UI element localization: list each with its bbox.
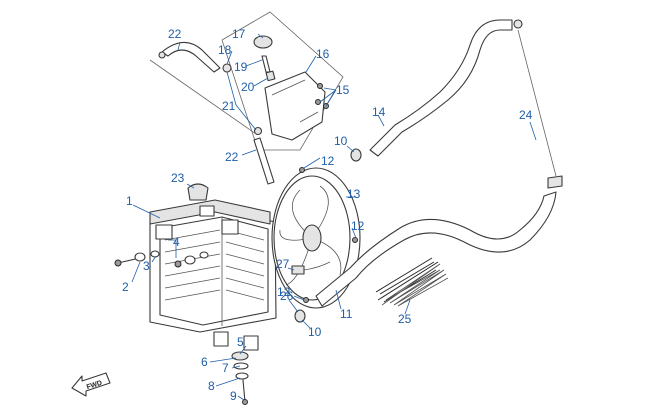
callout-21: 21 xyxy=(222,99,236,113)
hose-clamp xyxy=(222,63,232,73)
callout-2: 2 xyxy=(122,280,129,294)
fwd-label: FWD xyxy=(86,380,103,392)
callout-5: 5 xyxy=(237,335,244,349)
callout-22-bottom: 22 xyxy=(225,150,239,164)
tank-cap xyxy=(253,35,273,49)
upper-radiator-hose xyxy=(369,19,513,157)
radiator-bracket xyxy=(155,224,173,240)
callout-12-bottom: 12 xyxy=(277,285,291,299)
callout-3: 3 xyxy=(143,259,150,273)
callout-22-top: 22 xyxy=(168,27,182,41)
callout-12-top: 12 xyxy=(321,154,335,168)
tank-screw xyxy=(317,83,323,89)
callout-4: 4 xyxy=(173,235,180,249)
grommet xyxy=(231,351,249,361)
callout-7: 7 xyxy=(222,361,229,375)
callout-16: 16 xyxy=(316,47,330,61)
callout-8: 8 xyxy=(208,379,215,393)
tank-vent-hose xyxy=(261,55,271,73)
radiator xyxy=(149,183,277,351)
callout-27: 27 xyxy=(276,257,290,271)
expansion-tank xyxy=(264,71,326,141)
callout-23: 23 xyxy=(171,171,185,185)
overflow-hose-upper xyxy=(161,41,221,73)
hose-spring xyxy=(375,257,449,307)
callout-12-right: 12 xyxy=(351,219,365,233)
overflow-hose-lower xyxy=(253,137,275,185)
mounting-bolts xyxy=(114,250,209,268)
callout-10-lower: 10 xyxy=(308,325,322,339)
callout-20: 20 xyxy=(241,80,255,94)
callout-17: 17 xyxy=(232,27,246,41)
callout-1: 1 xyxy=(126,194,133,208)
callout-11: 11 xyxy=(340,307,353,321)
bolt xyxy=(114,259,122,267)
callout-10-upper: 10 xyxy=(334,134,348,148)
expansion-tank-group xyxy=(149,11,344,185)
callout-18: 18 xyxy=(218,43,232,57)
callout-15: 15 xyxy=(336,83,350,97)
callout-19: 19 xyxy=(234,60,248,74)
callout-6: 6 xyxy=(201,355,208,369)
lower-mount xyxy=(213,331,229,347)
callout-25: 25 xyxy=(398,312,412,326)
forward-direction-arrow: FWD xyxy=(71,372,111,397)
callout-9: 9 xyxy=(230,389,237,403)
leader-lines xyxy=(131,33,537,401)
callout-24: 24 xyxy=(519,108,533,122)
fan-screw xyxy=(299,167,305,173)
callout-13: 13 xyxy=(347,187,361,201)
cooling-fan xyxy=(271,167,361,309)
callout-14: 14 xyxy=(372,105,386,119)
lower-radiator-hose xyxy=(315,191,557,307)
lower-fastener-stack xyxy=(231,351,249,405)
callout-26: 26 xyxy=(280,289,294,303)
callout-numbers: 1 2 3 4 5 6 7 8 9 10 10 11 12 12 12 13 1… xyxy=(122,27,533,403)
